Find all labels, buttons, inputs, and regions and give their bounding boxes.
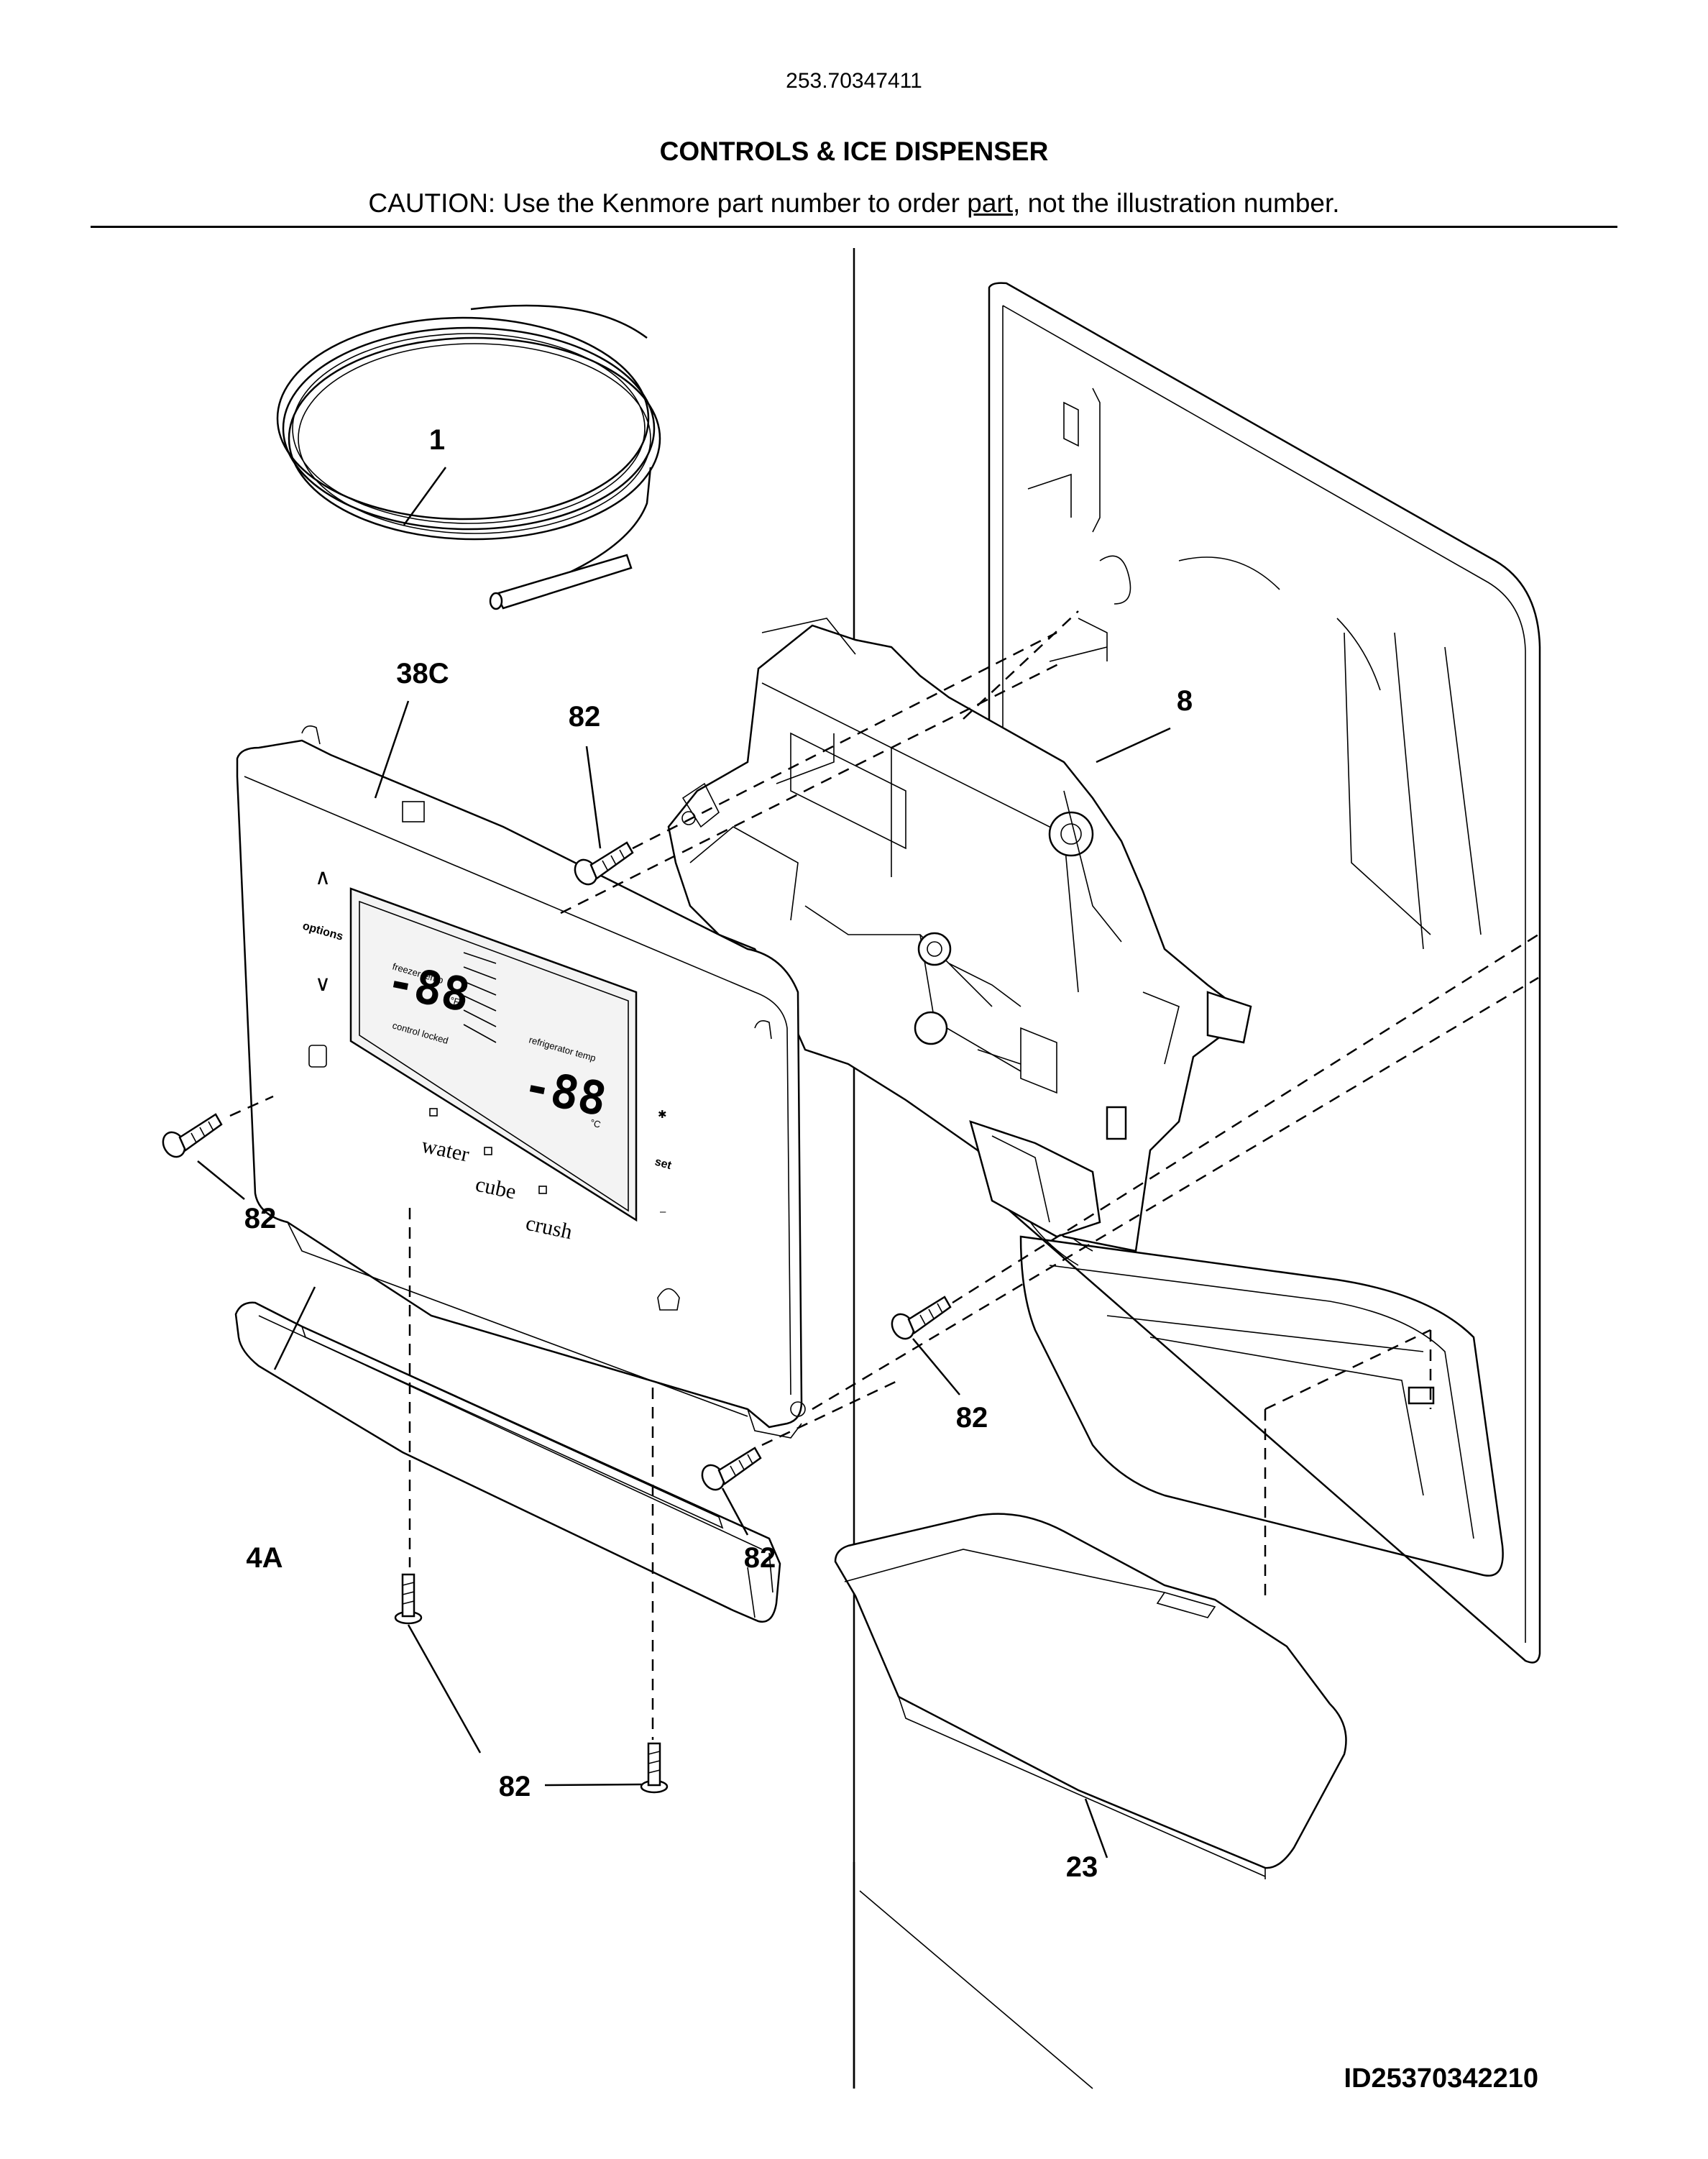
dispenser-mechanism	[667, 618, 1252, 1252]
crush-indicator-icon	[538, 1186, 547, 1194]
down-arrow-icon[interactable]: ∨	[315, 972, 331, 996]
caution-part-link[interactable]: part	[967, 188, 1014, 218]
light-icon[interactable]: ✱	[658, 1109, 667, 1121]
header-rule	[91, 226, 1617, 228]
caution-note: CAUTION: Use the Kenmore part number to …	[0, 188, 1708, 219]
fridge-unit-c: °C	[589, 1117, 602, 1129]
screw-left	[162, 1113, 223, 1158]
callout-82-left: 82	[244, 1203, 277, 1234]
freezer-unit-f: °F	[449, 994, 461, 1007]
leader-lines	[197, 467, 1171, 1858]
callout-23: 23	[1066, 1851, 1098, 1883]
minus-icon[interactable]: –	[660, 1206, 666, 1218]
callout-1: 1	[429, 424, 445, 456]
alignment-lines	[229, 610, 1539, 1740]
bulb-icon[interactable]	[657, 1288, 680, 1311]
lock-icon[interactable]	[308, 1045, 327, 1068]
document-id: ID25370342210	[1344, 2063, 1538, 2094]
up-arrow-icon[interactable]: ∧	[315, 866, 331, 889]
callout-82-upper: 82	[569, 701, 601, 733]
screw-bottom-left	[394, 1573, 423, 1625]
callout-82-center: 82	[744, 1542, 776, 1574]
callout-8: 8	[1177, 685, 1193, 717]
screw-center-right	[891, 1296, 952, 1340]
water-indicator-icon	[429, 1108, 438, 1117]
set-button[interactable]: set	[653, 1156, 674, 1173]
callout-82-right: 82	[956, 1402, 988, 1434]
callouts: 1 38C 82 8 82 82 82 4A 82 23	[244, 424, 1193, 1883]
callout-82-bottom: 82	[499, 1771, 531, 1802]
screw-upper-left	[574, 841, 634, 886]
dispenser-housing	[988, 282, 1541, 1664]
water-tube-coil	[276, 304, 661, 610]
callout-4a: 4A	[246, 1542, 283, 1574]
model-number: 253.70347411	[786, 69, 922, 93]
drip-tray	[834, 1513, 1347, 1879]
page-title: CONTROLS & ICE DISPENSER	[659, 137, 1049, 166]
screw-center	[701, 1447, 762, 1491]
screw-bottom-right	[640, 1742, 669, 1794]
cube-indicator-icon	[484, 1147, 492, 1155]
control-panel-housing: -88 -88 freezer temp refrigerator temp c…	[236, 725, 806, 1439]
door-edge-line	[853, 248, 1093, 2089]
dispenser-trim	[234, 1301, 781, 1623]
caution-text-end: , not the illustration number.	[1013, 188, 1340, 218]
callout-38c: 38C	[396, 658, 449, 689]
caution-text-start: CAUTION: Use the Kenmore part number to …	[368, 188, 968, 218]
